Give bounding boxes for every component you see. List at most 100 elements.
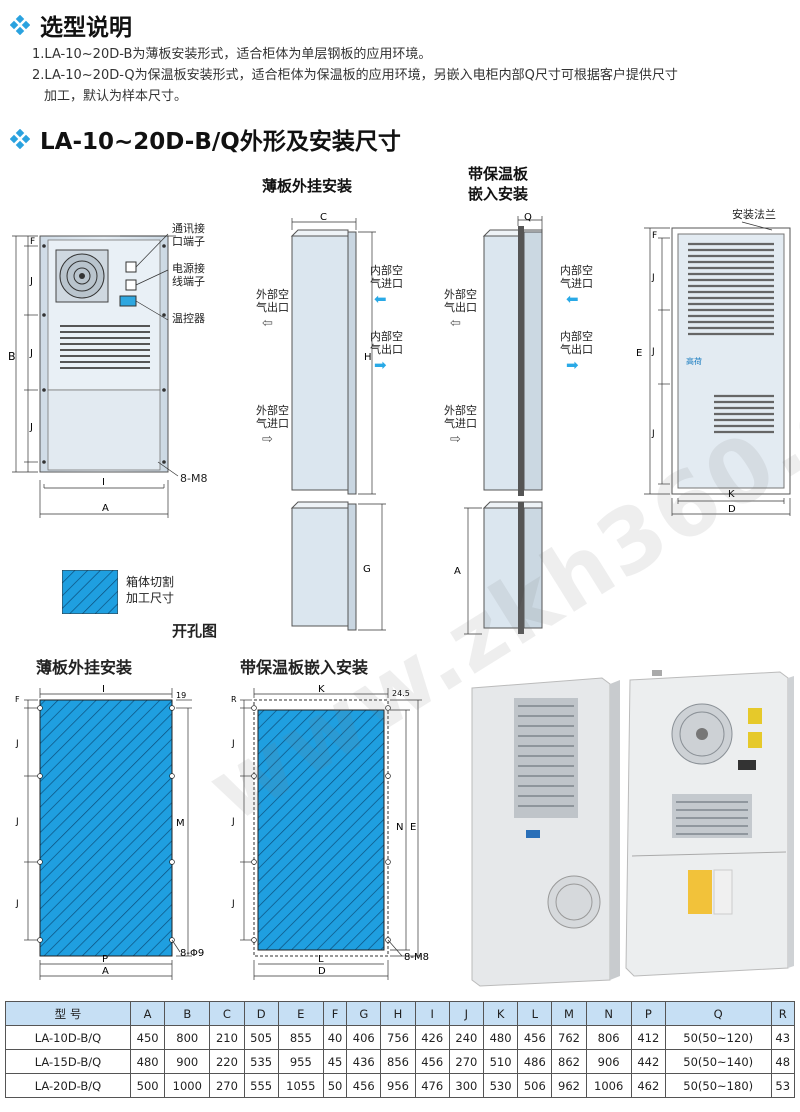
table-header-cell: C — [209, 1001, 245, 1026]
table-cell: 220 — [209, 1049, 245, 1074]
arrow-left-outline-icon: ⇦ — [262, 316, 273, 331]
table-cell: LA-20D-B/Q — [5, 1073, 131, 1098]
diamond-bullet-icon — [10, 129, 30, 149]
dim-i-label: I — [102, 477, 105, 488]
dim-j-label: J — [651, 429, 655, 439]
thermostat-label: 温控器 — [172, 312, 205, 325]
hatch-legend-swatch — [62, 570, 118, 614]
dim-d-label: D — [728, 504, 736, 515]
table-cell: 50(50~140) — [664, 1049, 772, 1074]
dim-j-label: J — [15, 899, 19, 909]
table-cell: 456 — [414, 1049, 450, 1074]
cutout-thin-bolts-label: 8-Φ9 — [180, 948, 204, 959]
dim-j-label: J — [15, 739, 19, 749]
table-header-cell: J — [448, 1001, 484, 1026]
table-header-cell: G — [346, 1001, 382, 1026]
arrow-right-outline-icon: ⇨ — [262, 432, 273, 447]
dim-h-label: H — [364, 352, 372, 363]
dim-j-label: J — [231, 739, 235, 749]
table-header-cell: B — [164, 1001, 211, 1026]
table-cell: 480 — [482, 1025, 519, 1050]
arrow-right-blue-icon: ➡ — [374, 356, 387, 374]
cutout-insulated-drawing: K R J J J N E 24.5 L D 8-M8 — [231, 684, 429, 980]
table-cell: 530 — [482, 1073, 519, 1098]
power-terminal-label: 电源接 线端子 — [172, 262, 205, 288]
dim-q-label: Q — [524, 212, 532, 223]
table-header-cell: L — [517, 1001, 553, 1026]
table-cell: 240 — [448, 1025, 484, 1050]
dim-d-label: D — [318, 966, 326, 977]
table-cell: 300 — [448, 1073, 484, 1098]
table-header-cell: A — [129, 1001, 166, 1026]
int-air-in-label-ins: 内部空 气进口 — [560, 264, 593, 290]
dim-b-label: B — [8, 350, 16, 363]
cutout-thin-title: 薄板外挂安装 — [36, 658, 133, 677]
table-cell: 506 — [517, 1073, 553, 1098]
back-view-drawing: 高荷 E F J J J K D — [636, 221, 791, 516]
table-cell: 955 — [277, 1049, 324, 1074]
arrow-left-blue-icon: ⬅ — [374, 290, 387, 308]
dim-e-label: E — [636, 348, 642, 359]
table-header-cell: N — [585, 1001, 632, 1026]
dim-f-label: F — [652, 231, 657, 241]
table-cell: 270 — [448, 1049, 484, 1074]
table-cell: 43 — [770, 1025, 795, 1050]
table-cell: 555 — [243, 1073, 279, 1098]
note-line-1: 1.LA-10~20D-B为薄板安装形式，适合柜体为单层钢板的应用环境。 — [32, 47, 432, 62]
arrow-right-blue-icon: ➡ — [566, 356, 579, 374]
table-cell: 436 — [346, 1049, 382, 1074]
dim-c-label: C — [320, 212, 327, 223]
table-cell: 450 — [129, 1025, 166, 1050]
cutout-ins-bolts-label: 8-M8 — [404, 952, 429, 963]
ext-air-in-label-ins: 外部空 气进口 — [444, 404, 477, 430]
table-cell: 412 — [630, 1025, 666, 1050]
bolt-spec-label: 8-M8 — [180, 472, 208, 485]
dim-245-label: 24.5 — [392, 689, 410, 698]
dim-r-label: R — [231, 695, 237, 704]
dim-a-side-label: A — [454, 566, 461, 577]
dim-f-label: F — [15, 695, 20, 704]
dim-a-label: A — [102, 503, 109, 514]
product-photo — [471, 670, 794, 987]
insulated-title: 带保温板 嵌入安装 — [468, 165, 529, 203]
dim-j-label: J — [29, 348, 33, 359]
table-cell: 480 — [129, 1049, 166, 1074]
table-cell: 40 — [322, 1025, 348, 1050]
dim-j-label: J — [651, 347, 655, 357]
dim-j-label: J — [29, 422, 33, 433]
ext-air-in-label-thin: 外部空 气进口 — [256, 404, 289, 430]
thin-plate-title: 薄板外挂安装 — [262, 177, 353, 195]
table-cell: 442 — [630, 1049, 666, 1074]
dim-j-label: J — [29, 276, 33, 287]
table-cell: 476 — [414, 1073, 450, 1098]
int-air-out-label-ins: 内部空 气出口 — [560, 330, 593, 356]
dim-g-label: G — [363, 564, 371, 575]
table-header-cell: Q — [664, 1001, 772, 1026]
table-cell: 962 — [551, 1073, 587, 1098]
table-cell: 800 — [164, 1025, 211, 1050]
table-header-cell: K — [482, 1001, 519, 1026]
dim-j-label: J — [231, 899, 235, 909]
table-cell: 50(50~180) — [664, 1073, 772, 1098]
table-cell: 535 — [243, 1049, 279, 1074]
table-header-cell: P — [630, 1001, 666, 1026]
ext-air-out-label-thin: 外部空 气出口 — [256, 288, 289, 314]
dim-k-label: K — [318, 684, 325, 695]
dim-a-label: A — [102, 966, 109, 977]
table-cell: 956 — [380, 1073, 416, 1098]
table-cell: 456 — [517, 1025, 553, 1050]
table-header-cell: D — [243, 1001, 279, 1026]
dim-i-label: I — [102, 684, 105, 695]
table-cell: 505 — [243, 1025, 279, 1050]
note-line-2: 2.LA-10~20D-Q为保温板安装形式，适合柜体为保温板的应用环境，另嵌入电… — [32, 68, 678, 83]
selection-notes: 1.LA-10~20D-B为薄板安装形式，适合柜体为单层钢板的应用环境。 2.L… — [32, 44, 792, 107]
comm-terminal-label: 通讯接 口端子 — [172, 222, 205, 248]
table-cell: 426 — [414, 1025, 450, 1050]
table-cell: 486 — [517, 1049, 553, 1074]
arrow-left-outline-icon: ⇦ — [450, 316, 461, 331]
table-cell: 806 — [585, 1025, 632, 1050]
